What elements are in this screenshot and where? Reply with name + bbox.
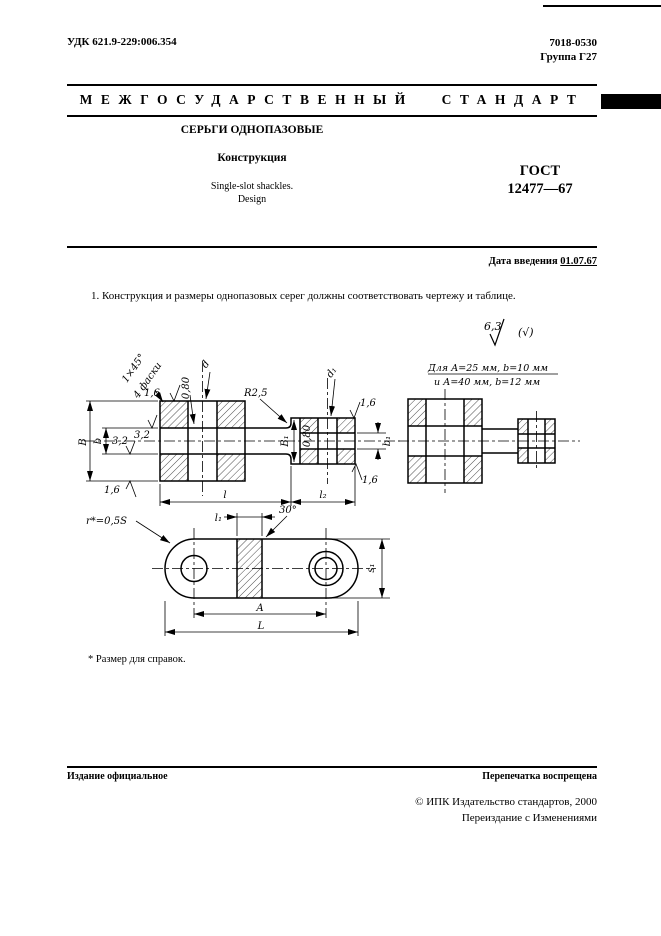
scan-artifact-banner	[601, 94, 661, 109]
document-subtitle: Конструкция	[217, 152, 287, 164]
dim-l2-label: l₂	[319, 490, 326, 501]
footer-official: Издание официальное	[67, 771, 168, 782]
reference-footnote: * Размер для справок.	[88, 654, 186, 665]
dim-b1-label: b₁	[382, 436, 393, 446]
header-divider	[67, 246, 597, 248]
dim-l1-label: l₁	[215, 513, 222, 524]
roughness-16-small-top: 1,6	[360, 398, 377, 409]
finish-rest: (√)	[518, 326, 534, 339]
introduction-date: Дата введения 01.07.67	[489, 256, 597, 267]
doc-code: 7018-0530	[549, 37, 597, 49]
date-value: 01.07.67	[560, 256, 597, 267]
front-view: В b l l₂ В₁ b₁ 1×45° 4 фаски 0,80	[78, 352, 400, 506]
radius-label: R2,5	[243, 388, 267, 399]
slot-width-label: 0,80	[181, 376, 192, 399]
corner-radius-label: r*=0,5S	[86, 516, 127, 527]
copyright-line: © ИПК Издательство стандартов, 2000	[415, 796, 597, 808]
roughness-32-b: 3,2	[134, 430, 150, 441]
roughness-16-top: 1,6	[144, 388, 161, 399]
standard-type-banner: МЕЖГОСУДАРСТВЕННЫЙ СТАНДАРТ	[67, 84, 597, 117]
finish-value: 6,3	[484, 320, 502, 333]
slot-width2-label: 0,80	[302, 424, 313, 447]
technical-drawing: 6,3 (√) Для А=25 мм, b=10 мм и А=40 мм, …	[78, 318, 580, 636]
footer-reprint: Перепечатка воспрещена	[482, 771, 597, 782]
side-view	[398, 389, 580, 493]
dim-A-label: А	[255, 603, 264, 614]
roughness-check-icon	[349, 401, 361, 419]
title-en-line1: Single-slot shackles.	[210, 181, 294, 192]
dim-d-label: d	[200, 359, 213, 371]
dim-L-label: L	[257, 621, 265, 632]
roughness-check-icon	[125, 480, 137, 498]
dim-b-label: b	[93, 438, 104, 444]
scan-artifact-top	[543, 5, 661, 7]
roughness-check-icon	[125, 440, 136, 455]
date-label: Дата введения	[488, 256, 558, 267]
page-header-row: УДК 621.9-229:006.354 7018-0530 Группа Г…	[67, 36, 597, 64]
surface-finish-icon: 6,3 (√)	[484, 318, 534, 347]
note-line2: и А=40 мм, b=12 мм	[434, 377, 540, 388]
roughness-check-icon	[169, 384, 181, 402]
roughness-16-small-bottom: 1,6	[362, 475, 379, 486]
document-title: СЕРЬГИ ОДНОПАЗОВЫЕ	[180, 124, 324, 136]
drawing-note: Для А=25 мм, b=10 мм и А=40 мм, b=12 мм	[427, 363, 558, 388]
roughness-check-icon	[351, 463, 363, 481]
footer-divider	[67, 766, 597, 768]
roughness-16-bottom: 1,6	[104, 485, 121, 496]
angle-30-label: 30°	[279, 505, 297, 516]
gost-label: ГОСТ	[519, 163, 561, 179]
group-code: Группа Г27	[540, 51, 597, 63]
gost-designation: ГОСТ 12477—67	[470, 162, 610, 198]
dim-B1-label: В₁	[280, 435, 291, 447]
note-line1: Для А=25 мм, b=10 мм	[427, 363, 548, 374]
udk-number: УДК 621.9-229:006.354	[67, 36, 177, 48]
roughness-check-icon	[147, 414, 158, 429]
dim-s1-label: s₁	[366, 563, 377, 572]
copyright-block: © ИПК Издательство стандартов, 2000 Пере…	[415, 794, 597, 826]
title-en-line2: Design	[237, 194, 267, 205]
dim-l-label: l	[223, 490, 226, 501]
clause-1-text: 1. Конструкция и размеры однопазовых сер…	[91, 290, 516, 302]
gost-number: 12477—67	[507, 181, 573, 197]
dim-B-label: В	[78, 438, 89, 446]
doc-codes: 7018-0530 Группа Г27	[540, 36, 597, 64]
footer-row: Издание официальное Перепечатка воспреще…	[67, 771, 597, 782]
roughness-32-a: 3,2	[112, 436, 128, 447]
edition-line: Переиздание с Изменениями	[461, 812, 597, 824]
dim-d1-label: d₁	[324, 365, 339, 380]
document-title-english: Single-slot shackles. Design	[67, 180, 437, 206]
plan-view: l₁ 30° r*=0,5S А L s₁	[86, 505, 390, 636]
